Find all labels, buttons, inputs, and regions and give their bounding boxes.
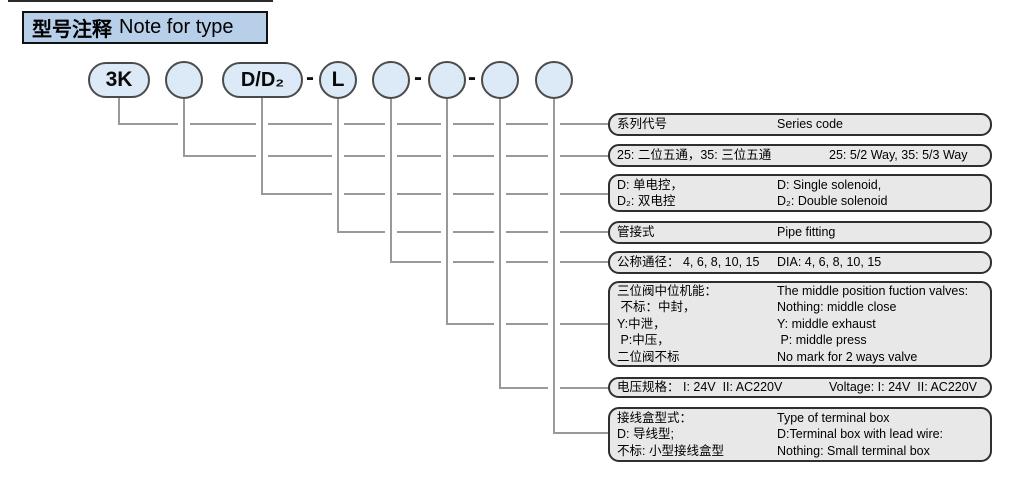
label-zh: 系列代号	[617, 117, 668, 132]
legend-row: 25: 二位五通，35: 三位五通 25: 5/2 Way, 35: 5/3 W…	[610, 147, 990, 163]
bubble-series-code: 3K	[88, 62, 150, 98]
label-en: The middle position fuction valves:	[777, 283, 969, 298]
label-zh: 25: 二位五通，35: 三位五通	[617, 148, 772, 163]
page-title: 型号注释 Note for type	[22, 11, 268, 44]
label-en: D: Single solenoid,	[777, 177, 882, 192]
legend-box-voltage: 电压规格： I: 24V II: AC220V Voltage: I: 24V …	[608, 377, 992, 398]
label-zh: 三位阀中位机能：	[617, 283, 718, 298]
legend-box-way-code: 25: 二位五通，35: 三位五通 25: 5/2 Way, 35: 5/3 W…	[608, 144, 992, 167]
label-en: P: middle press	[777, 333, 867, 348]
bubble-voltage	[481, 61, 519, 99]
legend-box-series-code: 系列代号 Series code	[608, 113, 992, 136]
bubble-series-code-label: 3K	[105, 68, 133, 91]
label-zh: P:中压，	[617, 333, 670, 348]
label-zh: D: 单电控，	[617, 177, 683, 192]
legend-row: 三位阀中位机能： The middle position fuction val…	[610, 283, 990, 299]
connector-series-code	[118, 98, 610, 125]
legend-row: 不标：中封， Nothing: middle close	[610, 299, 990, 315]
label-en: D:Terminal box with lead wire:	[777, 427, 944, 442]
label-zh: 二位阀不标	[617, 349, 680, 364]
legend-box-pipe-fitting: 管接式 Pipe fitting	[608, 221, 992, 244]
label-en: Nothing: Small terminal box	[777, 443, 930, 458]
bubble-middle-position	[428, 61, 466, 99]
label-zh: 不标: 小型接线盒型	[617, 443, 724, 458]
connector-pipe-fitting	[337, 99, 610, 233]
connector-middle-position	[446, 99, 610, 325]
legend-box-middle-position: 三位阀中位机能： The middle position fuction val…	[608, 281, 992, 367]
legend-row: 二位阀不标 No mark for 2 ways valve	[610, 349, 990, 365]
legend-row: Y:中泄， Y: middle exhaust	[610, 316, 990, 332]
label-en: D₂: Double solenoid	[777, 194, 888, 208]
legend-row: 不标: 小型接线盒型 Nothing: Small terminal box	[610, 443, 990, 459]
legend-row: 管接式 Pipe fitting	[610, 224, 990, 240]
label-zh: D: 导线型;	[617, 427, 674, 442]
connector-solenoid-type	[261, 98, 610, 195]
legend-row: D₂: 双电控 D₂: Double solenoid	[610, 193, 990, 209]
bubble-diameter	[372, 61, 410, 99]
legend-row: 系列代号 Series code	[610, 116, 990, 132]
legend-row: 公称通径： 4, 6, 8, 10, 15 DIA: 4, 6, 8, 10, …	[610, 254, 990, 270]
label-en: No mark for 2 ways valve	[777, 349, 918, 364]
label-zh: Y:中泄，	[617, 316, 666, 331]
label-zh: D₂: 双电控	[617, 194, 676, 208]
bubble-solenoid-type-label: D/D₂	[240, 68, 285, 91]
model-code-dash-3: -	[468, 64, 476, 91]
label-en: Pipe fitting	[777, 225, 836, 240]
label-zh: 接线盒型式：	[617, 410, 693, 425]
label-en: Series code	[777, 117, 844, 132]
model-code-dash-2: -	[414, 64, 422, 91]
label-zh: 管接式	[617, 225, 655, 240]
legend-row: D: 单电控， D: Single solenoid,	[610, 177, 990, 193]
legend-row: 接线盒型式： Type of terminal box	[610, 410, 990, 426]
legend-row: D: 导线型; D:Terminal box with lead wire:	[610, 426, 990, 442]
label-en: Type of terminal box	[777, 410, 890, 425]
bubble-solenoid-type: D/D₂	[222, 62, 303, 98]
bubble-pipe-fitting: L	[319, 61, 357, 99]
bubble-pipe-fitting-label: L	[331, 68, 345, 91]
model-code-dash-1: -	[306, 64, 314, 91]
legend-box-terminal-box: 接线盒型式： Type of terminal box D: 导线型; D:Te…	[608, 407, 992, 462]
connector-terminal-box	[553, 99, 610, 434]
label-en: Voltage: I: 24V II: AC220V	[829, 380, 978, 395]
label-zh: 电压规格： I: 24V II: AC220V	[617, 380, 783, 395]
page-title-zh: 型号注释	[32, 19, 112, 41]
connector-voltage	[499, 99, 610, 389]
label-en: 25: 5/2 Way, 35: 5/3 Way	[829, 148, 968, 163]
label-zh: 公称通径： 4, 6, 8, 10, 15	[617, 255, 760, 270]
legend-row: P:中压， P: middle press	[610, 332, 990, 348]
legend-row: 电压规格： I: 24V II: AC220V Voltage: I: 24V …	[610, 379, 990, 395]
label-zh: 不标：中封，	[617, 300, 696, 315]
legend-box-solenoid-type: D: 单电控， D: Single solenoid, D₂: 双电控 D₂: …	[608, 174, 992, 212]
label-en: Y: middle exhaust	[777, 316, 876, 331]
bubble-terminal-box	[535, 61, 573, 99]
page-title-en: Note for type	[119, 16, 234, 38]
connector-way-code	[183, 99, 610, 157]
connector-diameter	[390, 99, 610, 263]
bubble-way-code	[165, 61, 203, 99]
label-en: DIA: 4, 6, 8, 10, 15	[777, 255, 882, 270]
label-en: Nothing: middle close	[777, 300, 897, 315]
legend-box-diameter: 公称通径： 4, 6, 8, 10, 15 DIA: 4, 6, 8, 10, …	[608, 251, 992, 274]
